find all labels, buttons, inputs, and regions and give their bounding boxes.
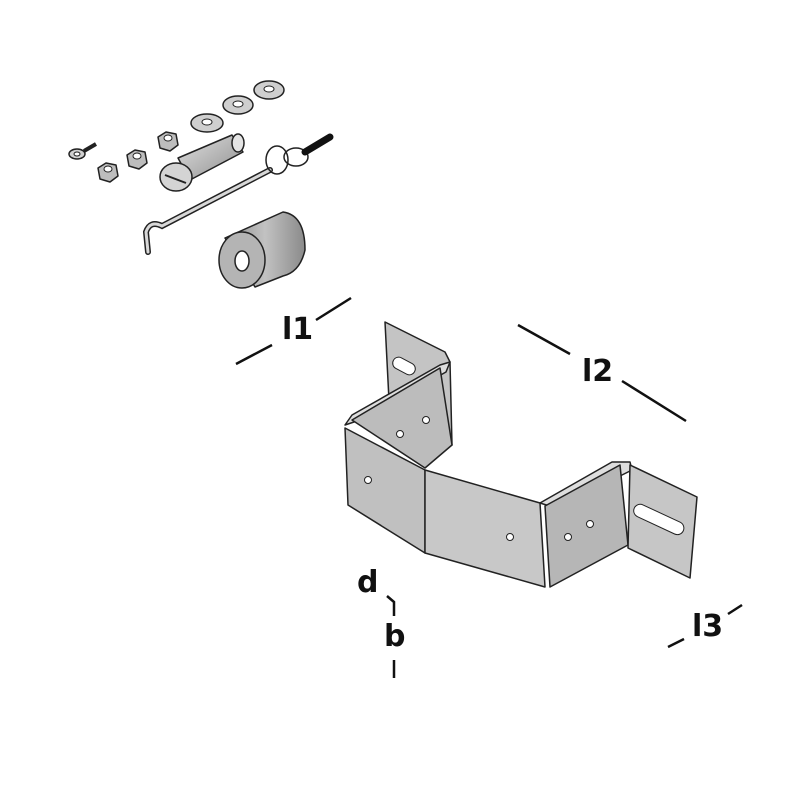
dimension-l3 xyxy=(667,603,743,649)
label-l3: l3 xyxy=(692,609,724,644)
hex-nut xyxy=(126,149,148,170)
label-l1: l1 xyxy=(282,312,314,347)
left-inner-wall xyxy=(351,367,453,469)
front-middle-face xyxy=(424,469,546,588)
slotted-pin xyxy=(159,133,245,192)
label-l2: l2 xyxy=(582,354,614,389)
z-bracket xyxy=(344,321,698,588)
hook-rod xyxy=(142,133,334,255)
eye-screw xyxy=(68,142,98,160)
washer xyxy=(253,80,285,100)
washer xyxy=(222,95,254,115)
washer xyxy=(190,113,224,133)
dimension-d-b xyxy=(386,595,396,678)
dimension-l1 xyxy=(235,296,352,366)
right-wall xyxy=(544,464,629,588)
label-b: b xyxy=(384,619,406,654)
rubber-roller xyxy=(218,211,306,289)
label-d: d xyxy=(357,565,379,600)
hex-nut xyxy=(157,131,179,152)
dimension-l2 xyxy=(517,323,687,423)
hex-nut xyxy=(97,162,119,183)
